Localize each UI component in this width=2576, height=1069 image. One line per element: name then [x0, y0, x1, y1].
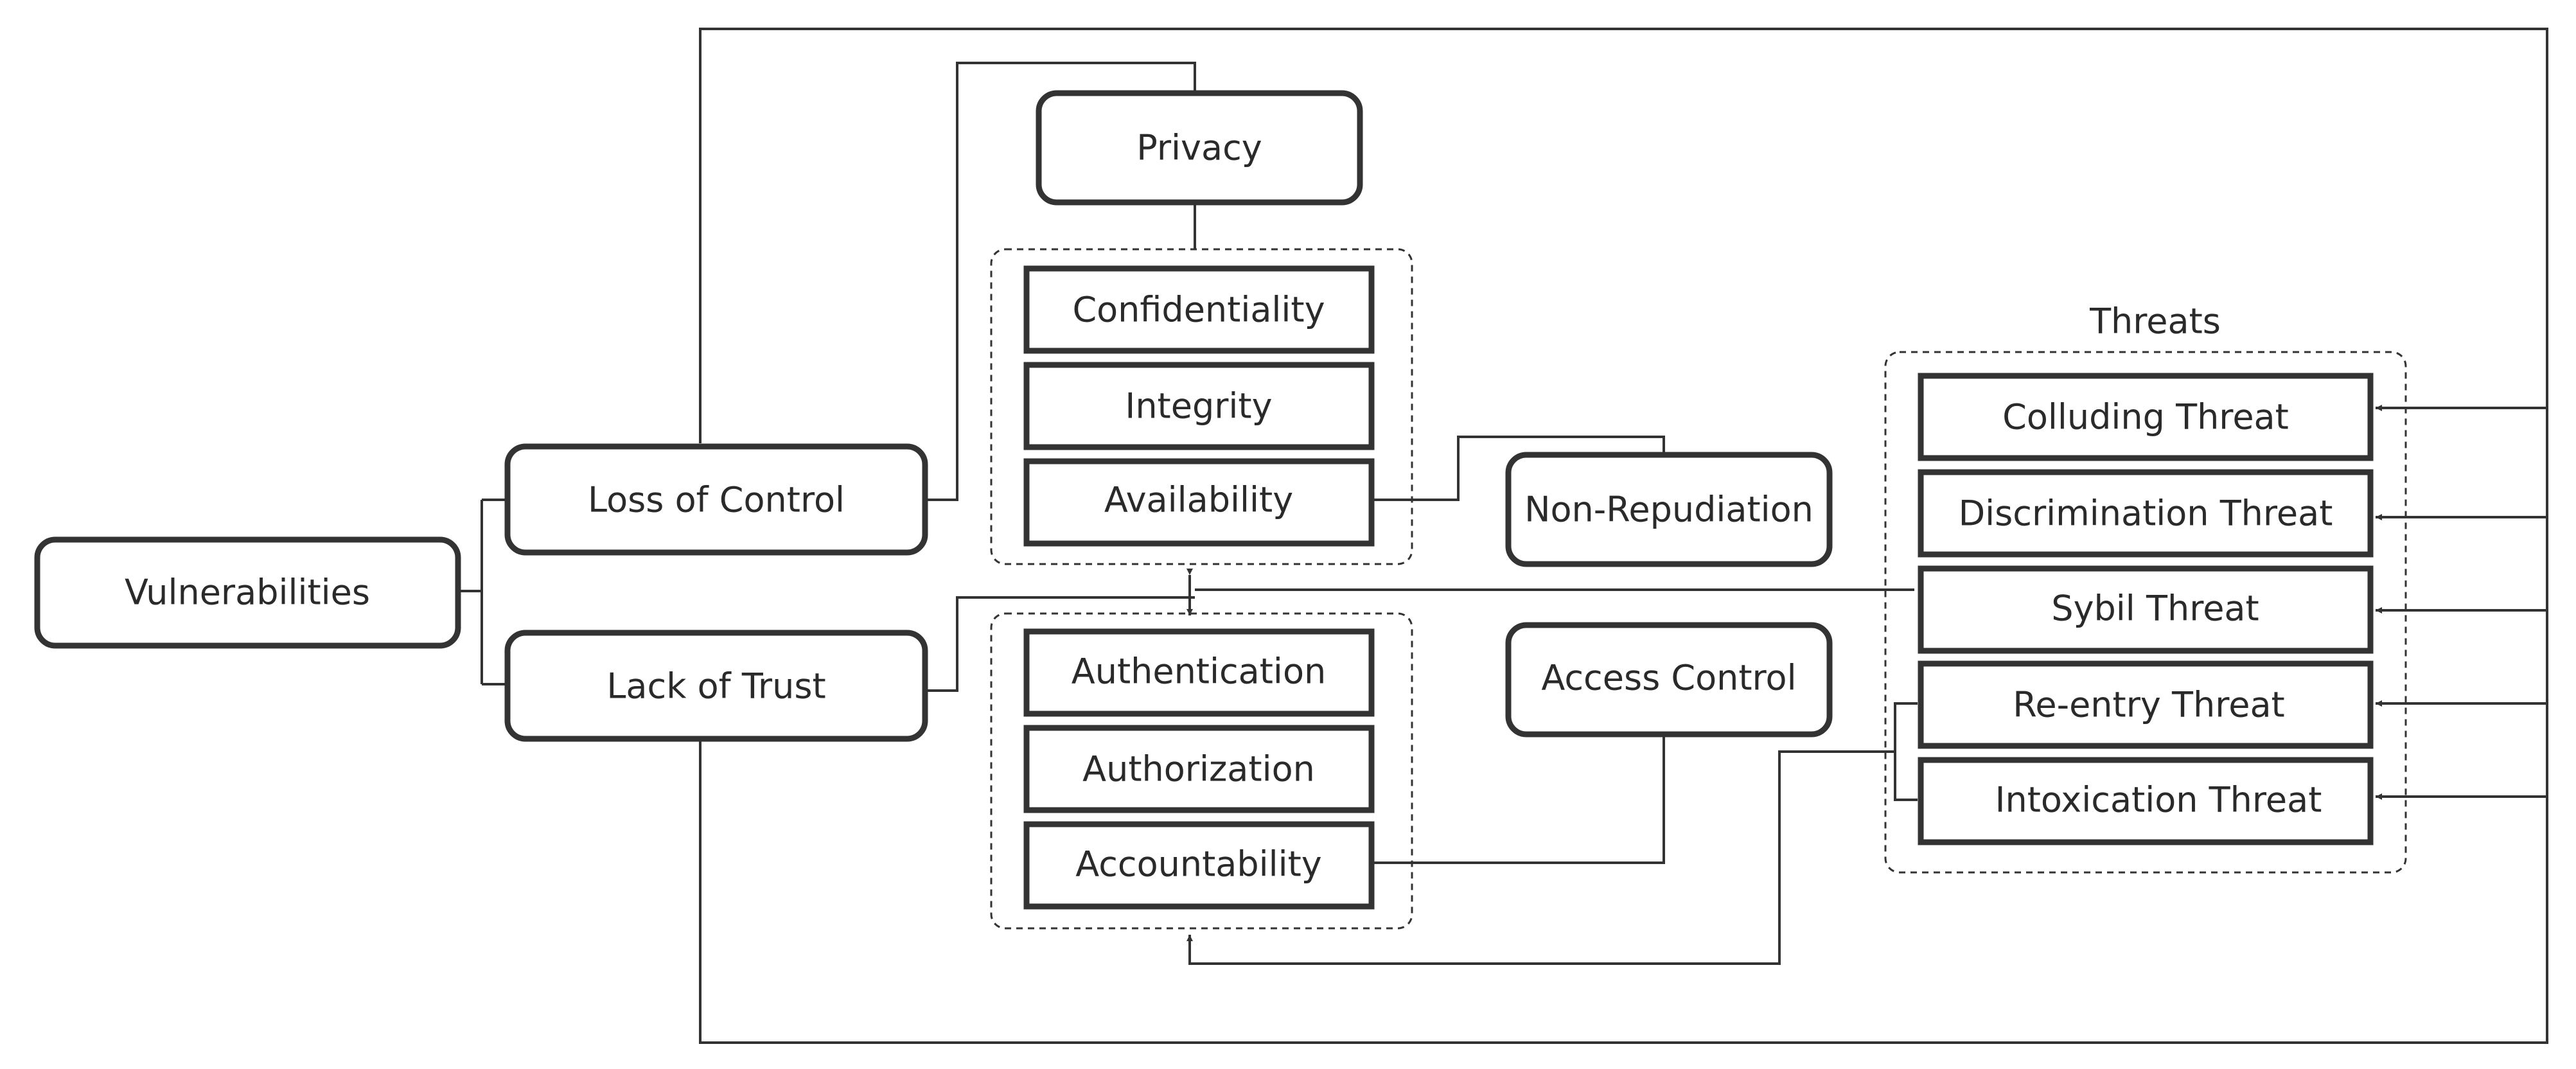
vulnerabilities-node [34, 536, 461, 649]
threats-to-aaa-line [1187, 750, 1895, 965]
privacy-node [1036, 90, 1363, 206]
loss-of-control-node [504, 443, 928, 556]
loss-of-control-label: Loss of Control [588, 480, 845, 520]
labels: Vulnerabilities Loss of Control Lack of … [125, 128, 2333, 885]
accountability-label: Accountability [1075, 844, 1322, 885]
integrity-label: Integrity [1125, 386, 1272, 427]
discrimination-threat-node [1918, 469, 2374, 558]
rounded-nodes [34, 90, 1833, 742]
privacy-label: Privacy [1136, 128, 1262, 168]
colluding-threat-label: Colluding Threat [2002, 397, 2289, 437]
authorization-label: Authorization [1082, 749, 1315, 790]
aaa-group [990, 612, 1413, 930]
sybil-threat-label: Sybil Threat [2051, 588, 2259, 629]
threats-group [1884, 351, 2407, 874]
dashed-groups [990, 248, 2407, 930]
reentry-threat-node [1918, 660, 2374, 749]
authorization-node [1023, 725, 1375, 813]
accountability-node [1023, 821, 1375, 910]
access-control-label: Access Control [1541, 658, 1796, 698]
cia-group [990, 248, 1413, 565]
sybil-threat-node [1918, 565, 2374, 654]
reentry-threat-label: Re-entry Threat [2013, 685, 2284, 725]
connectors [457, 28, 2548, 1044]
lack-of-trust-label: Lack of Trust [606, 666, 825, 707]
vulnerabilities-label: Vulnerabilities [125, 572, 370, 613]
confidentiality-label: Confidentiality [1072, 290, 1325, 330]
accountability-to-access-line [1368, 736, 1665, 864]
discrimination-threat-label: Discrimination Threat [1959, 493, 2333, 534]
root-bracket [481, 499, 507, 685]
loss-to-privacy-line [925, 62, 1196, 501]
availability-label: Availability [1104, 480, 1293, 520]
threats-title: Threats [2089, 301, 2221, 342]
availability-to-nonrep-line [1368, 436, 1665, 501]
availability-node [1023, 458, 1375, 547]
trust-to-aaa-line [925, 596, 1195, 692]
confidentiality-node [1023, 265, 1375, 354]
integrity-node [1023, 362, 1375, 450]
lack-of-trust-node [504, 630, 928, 742]
non-repudiation-node [1505, 452, 1833, 567]
intoxication-threat-label: Intoxication Threat [1995, 780, 2322, 820]
reentry-bracket [1894, 702, 1918, 801]
square-nodes [1023, 265, 2374, 910]
authentication-node [1023, 628, 1375, 717]
intoxication-threat-node [1918, 757, 2374, 845]
colluding-threat-node [1918, 373, 2374, 461]
authentication-label: Authentication [1072, 651, 1326, 692]
non-repudiation-label: Non-Repudiation [1524, 490, 1813, 530]
access-control-node [1505, 622, 1833, 738]
